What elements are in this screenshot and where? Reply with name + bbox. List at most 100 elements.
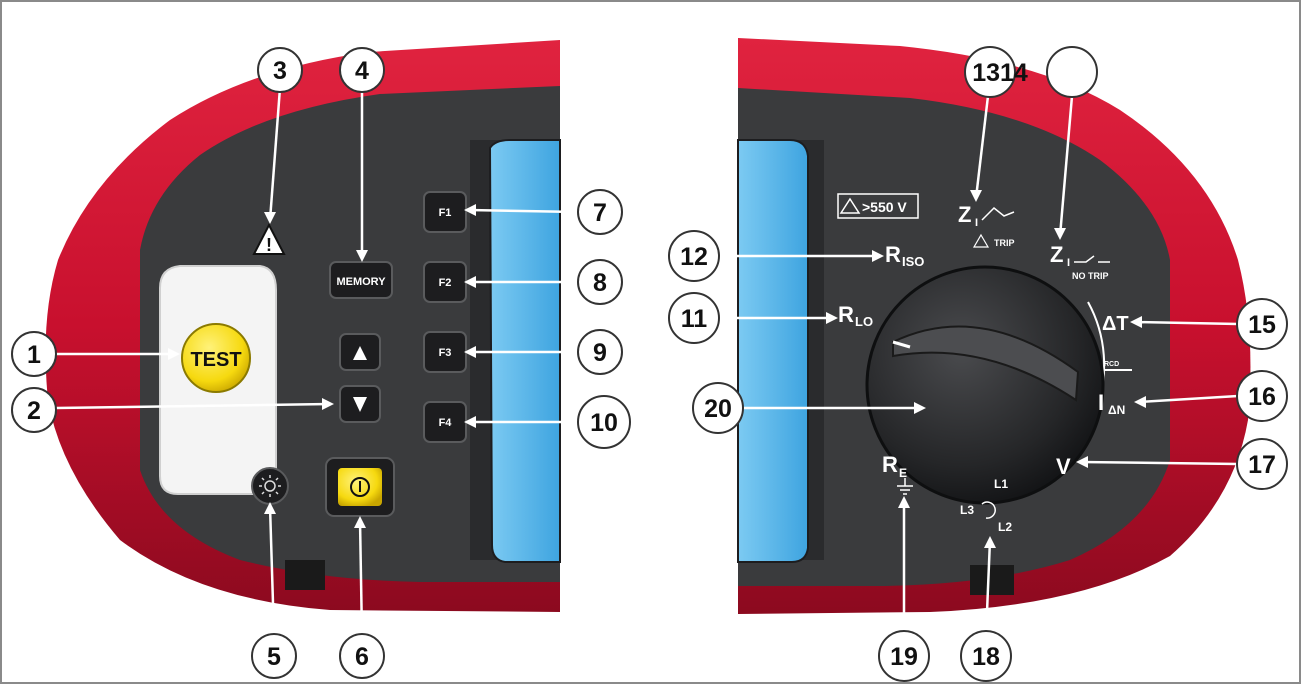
callout-19-label: 19 — [890, 643, 918, 671]
callout-7-label: 7 — [593, 199, 607, 227]
callout-9-label: 9 — [593, 339, 607, 367]
knob-pointer — [892, 340, 911, 349]
callout-1314-label: 1314 — [972, 59, 1028, 87]
function-key-f1[interactable]: F1 — [423, 191, 467, 233]
rcd-graphic-label: RCD — [1104, 361, 1119, 368]
callout-9: 9 — [577, 329, 623, 375]
function-key-f4[interactable]: F4 — [423, 401, 467, 443]
function-key-f2-label: F2 — [439, 277, 452, 289]
memory-button[interactable]: MEMORY — [329, 261, 393, 299]
i-delta-n-main: I — [1098, 390, 1104, 415]
right-strap-clip — [970, 565, 1014, 595]
memory-button-label: MEMORY — [336, 276, 386, 288]
callout-16-label: 16 — [1248, 383, 1276, 411]
callout-5-label: 5 — [267, 643, 281, 671]
dial-position-phase-rotation: L1 L3 L2 — [960, 477, 1012, 534]
ground-icon — [897, 478, 913, 495]
left-strap-clip — [285, 560, 325, 590]
dial-position-riso: R ISO — [885, 242, 924, 269]
callout-11: 11 — [668, 292, 720, 344]
z-trip-sub: I — [975, 217, 978, 229]
voltage-warning-text: >550 V — [862, 199, 907, 215]
voltage-warning-label: >550 V — [837, 193, 919, 219]
dial-position-z-no-trip: Z I NO TRIP — [1050, 242, 1110, 281]
callout-15: 15 — [1236, 298, 1288, 350]
down-arrow-button[interactable] — [339, 385, 381, 423]
callout-12-label: 12 — [680, 243, 708, 271]
callout-16: 16 — [1236, 370, 1288, 422]
z-trip-note: TRIP — [994, 238, 1015, 248]
voltage-main: V — [1056, 454, 1071, 479]
phase-l3: L3 — [960, 503, 974, 517]
callout-markers: 1 2 3 4 5 6 7 8 — [11, 46, 1288, 682]
dial-position-rcd: RCD — [1104, 361, 1132, 371]
dial-position-re: R E — [882, 452, 913, 495]
function-key-f2[interactable]: F2 — [423, 261, 467, 303]
phase-l1: L1 — [994, 477, 1008, 491]
callout-8: 8 — [577, 259, 623, 305]
sun-icon — [259, 475, 281, 497]
callout-4: 4 — [339, 47, 385, 93]
power-icon — [350, 477, 370, 497]
callout-10-label: 10 — [590, 409, 618, 437]
callout-1: 1 — [11, 331, 57, 377]
leader-lines — [55, 87, 1239, 637]
test-button-label: TEST — [190, 349, 241, 371]
up-arrow-button[interactable] — [339, 333, 381, 371]
callout-17-label: 17 — [1248, 451, 1276, 479]
riso-sub: ISO — [902, 254, 924, 269]
warning-symbol: ! — [266, 235, 272, 255]
riso-main: R — [885, 242, 901, 267]
callout-3: 3 — [257, 47, 303, 93]
z-no-trip-note: NO TRIP — [1072, 271, 1109, 281]
down-arrow-icon — [353, 397, 367, 412]
breaker-no-trip-icon — [1074, 255, 1110, 263]
function-key-f3-label: F3 — [439, 347, 452, 359]
callout-7: 7 — [577, 189, 623, 235]
callout-20: 20 — [692, 382, 744, 434]
z-trip-main: Z — [958, 202, 971, 227]
warning-triangle-icon: ! — [252, 222, 286, 255]
i-delta-n-sub: ΔN — [1108, 403, 1125, 417]
dial-position-z-trip: Z I TRIP — [958, 202, 1015, 248]
callout-17: 17 — [1236, 438, 1288, 490]
left-device-half: TEST ! MEMORY — [45, 40, 561, 612]
callout-6: 6 — [339, 633, 385, 679]
up-arrow-icon — [353, 346, 367, 360]
dial-position-i-delta-n: I ΔN — [1098, 390, 1125, 417]
test-button[interactable]: TEST — [181, 323, 251, 393]
breaker-trip-icon — [981, 206, 1015, 221]
re-main: R — [882, 452, 898, 477]
re-sub: E — [899, 466, 907, 480]
callout-1-label: 1 — [27, 341, 41, 369]
rlo-sub: LO — [855, 314, 873, 329]
delta-t-main: ΔT — [1102, 313, 1129, 335]
callout-3-label: 3 — [273, 57, 287, 85]
callout-18: 18 — [960, 630, 1012, 682]
callout-10: 10 — [577, 395, 631, 449]
callout-20-label: 20 — [704, 395, 732, 423]
function-key-f3[interactable]: F3 — [423, 331, 467, 373]
callout-1314: 1314 — [964, 46, 1028, 98]
leader-arrowheads — [168, 190, 1146, 548]
dial-position-rlo: R LO — [838, 302, 873, 329]
function-key-f1-label: F1 — [439, 207, 452, 219]
phase-rotation-icon — [981, 501, 996, 519]
backlight-button[interactable] — [251, 467, 289, 505]
power-button[interactable] — [325, 457, 395, 517]
z-no-trip-main: Z — [1050, 242, 1063, 267]
callout-4-label: 4 — [355, 57, 369, 85]
callout-8-label: 8 — [593, 269, 607, 297]
dial-position-delta-t: ΔT — [1102, 313, 1129, 335]
callout-19: 19 — [878, 630, 930, 682]
rotary-selector-knob[interactable] — [865, 265, 1105, 505]
callout-11-label: 11 — [681, 305, 708, 333]
callout-15-label: 15 — [1248, 311, 1276, 339]
callout-2: 2 — [11, 387, 57, 433]
z-no-trip-sub: I — [1067, 257, 1070, 269]
callout-12: 12 — [668, 230, 720, 282]
callout-empty — [1046, 46, 1098, 98]
callout-2-label: 2 — [27, 397, 41, 425]
trip-warning-icon — [972, 233, 990, 248]
